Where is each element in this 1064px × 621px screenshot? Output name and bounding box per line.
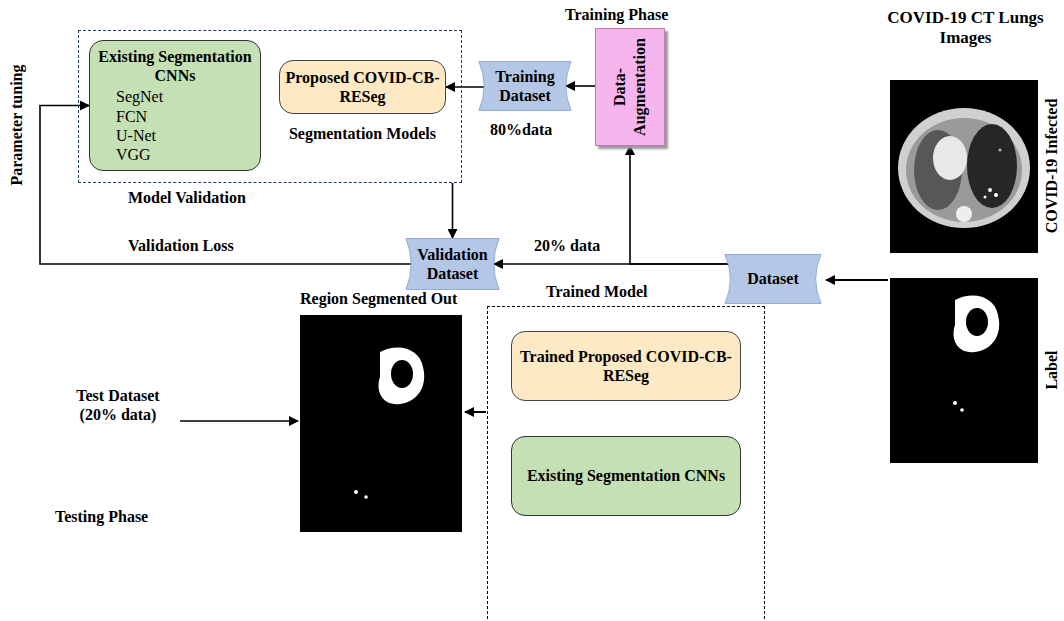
label-mask-image [890, 278, 1038, 463]
ct-image [890, 80, 1038, 253]
node-title: Trained Model [546, 282, 647, 301]
text-label: Model Validation [128, 188, 246, 207]
node-title: Existing Segmentation CNNs [94, 47, 256, 85]
input-arrow [826, 279, 888, 281]
node-title: Data-Augmentation [610, 31, 650, 143]
node-item: U-Net [94, 126, 156, 145]
text-label: COVID-19 CT Lungs Images [883, 8, 1048, 49]
text-label: Training Phase [565, 5, 668, 24]
model-box: Existing Segmentation CNNsSegNetFCNU-Net… [89, 40, 261, 171]
connector-arrow [452, 183, 454, 238]
group-box: Segmentation Models Existing Segmentation… [78, 30, 462, 183]
process-box: Data-Augmentation [595, 28, 665, 146]
dataset-outline [405, 238, 500, 290]
node-title: Trained Proposed COVID-CB-RESeg [516, 347, 736, 385]
test-arrow [180, 420, 298, 422]
connector-arrow [494, 263, 730, 265]
text-label: Region Segmented Out [300, 289, 457, 308]
text-label: 80%data [490, 120, 552, 139]
dataset-shape: Validation Dataset [405, 238, 500, 290]
node-title: Training Dataset [488, 67, 562, 105]
output-arrow [465, 411, 486, 413]
model-box: Trained Proposed COVID-CB-RESeg [511, 331, 741, 401]
node-item: FCN [94, 107, 147, 126]
dataset-shape: Training Dataset [478, 61, 572, 111]
model-box: Proposed COVID-CB-RESeg [279, 60, 446, 114]
text-label: Label [1042, 350, 1061, 389]
model-box: Existing Segmentation CNNs [511, 436, 741, 516]
node-item: SegNet [94, 87, 163, 106]
node-title: Validation Dataset [415, 245, 490, 283]
text-label: Validation Loss [128, 236, 234, 255]
dataset-shape: Dataset [724, 254, 822, 304]
connector-arrow [446, 86, 484, 88]
group-box: Trained ModelTrained Proposed COVID-CB-R… [487, 306, 765, 621]
node-title: Proposed COVID-CB-RESeg [284, 68, 441, 106]
connector-arrow [566, 85, 595, 87]
text-label: Testing Phase [55, 507, 148, 526]
node-title: Dataset [747, 269, 799, 288]
node-item: VGG [94, 145, 151, 164]
node-title: Existing Segmentation CNNs [527, 466, 725, 485]
connector-arrow [630, 146, 730, 264]
edge-label: 20% data [532, 237, 602, 255]
text-label: COVID-19 Infected [1042, 99, 1061, 234]
text-label: Parameter tuning [7, 64, 26, 185]
node-title: Segmentation Models [279, 121, 446, 147]
segmented-output-image [300, 315, 462, 532]
text-label: Test Dataset (20% data) [62, 386, 174, 424]
